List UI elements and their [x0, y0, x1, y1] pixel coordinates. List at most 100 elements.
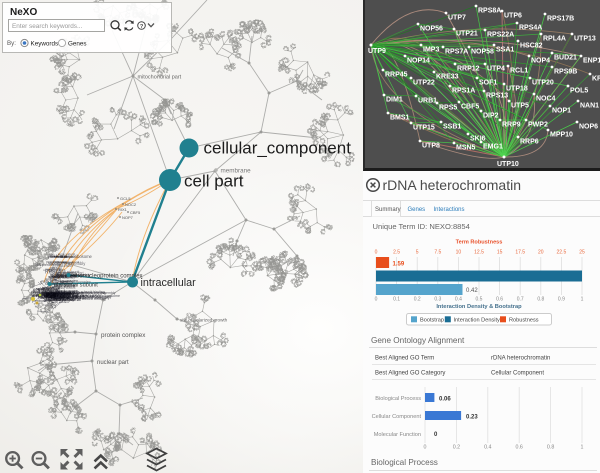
svg-text:22.5: 22.5 [557, 250, 567, 256]
svg-text:intracellular: intracellular [141, 277, 197, 289]
svg-text:Best Aligned GO Term: Best Aligned GO Term [375, 356, 434, 362]
svg-text:rDNA heterochromatin: rDNA heterochromatin [383, 177, 522, 193]
svg-text:NOP7: NOP7 [122, 215, 134, 220]
svg-text:0.4: 0.4 [484, 445, 491, 451]
svg-text:RPS7A: RPS7A [445, 49, 468, 56]
svg-text:7.5: 7.5 [434, 250, 441, 256]
svg-text:nucleolar part: nucleolar part [41, 291, 60, 295]
svg-text:NOP56: NOP56 [420, 26, 443, 33]
svg-text:UTP10: UTP10 [497, 161, 519, 168]
svg-text:2.5: 2.5 [393, 250, 400, 256]
svg-text:IMP3: IMP3 [423, 47, 439, 54]
svg-text:0.42: 0.42 [466, 288, 478, 294]
svg-text:0.06: 0.06 [439, 397, 451, 403]
svg-text:90S preribosome: 90S preribosome [35, 263, 61, 267]
svg-text:1.59: 1.59 [393, 262, 405, 268]
svg-text:processome: processome [45, 267, 62, 271]
svg-text:RPS24A: RPS24A [44, 294, 57, 298]
svg-text:RPL10: RPL10 [50, 291, 63, 296]
svg-text:RPL10: RPL10 [46, 296, 58, 300]
svg-text:snoRNA complex: snoRNA complex [47, 292, 75, 296]
svg-text:By:: By: [7, 40, 16, 47]
svg-text:Robustness: Robustness [509, 318, 539, 324]
svg-text:60S ribosomal: 60S ribosomal [51, 273, 77, 278]
svg-text:ribosomal large subunit bindin: ribosomal large subunit binding [56, 297, 106, 301]
svg-text:nucleolar part: nucleolar part [46, 291, 72, 296]
svg-text:RPL10: RPL10 [36, 293, 49, 298]
svg-text:small subunit: small subunit [57, 292, 75, 296]
svg-text:?: ? [140, 24, 144, 30]
svg-text:rDNA heterochromatin: rDNA heterochromatin [491, 356, 550, 362]
svg-text:maturation: maturation [46, 294, 63, 298]
svg-text:preribosome: preribosome [46, 293, 66, 297]
svg-text:CBF5: CBF5 [461, 104, 479, 111]
svg-text:RCL1: RCL1 [510, 68, 528, 75]
svg-text:RPS24A: RPS24A [45, 278, 58, 282]
svg-text:BUD21: BUD21 [554, 55, 577, 62]
svg-text:snoRNA complex: snoRNA complex [48, 261, 73, 265]
svg-text:ribosomal large subunit bindin: ribosomal large subunit binding [56, 291, 106, 295]
svg-text:ribosome assembly: ribosome assembly [56, 272, 90, 277]
svg-text:KRE33: KRE33 [436, 74, 459, 81]
svg-text:RPL10: RPL10 [50, 266, 60, 270]
svg-text:small subunit: small subunit [58, 286, 76, 290]
svg-text:small subunit: small subunit [54, 255, 76, 259]
svg-text:66S preribosome assembly: 66S preribosome assembly [68, 295, 112, 299]
svg-text:DIP2: DIP2 [483, 113, 499, 120]
svg-text:ENP1: ENP1 [583, 58, 600, 65]
svg-text:RPS9B: RPS9B [554, 69, 577, 76]
svg-text:Cellular Component: Cellular Component [372, 414, 422, 420]
svg-text:rRNA processing: rRNA processing [53, 290, 83, 295]
svg-text:UTP22: UTP22 [413, 80, 435, 87]
svg-text:0: 0 [434, 432, 438, 438]
svg-text:RRP45: RRP45 [385, 72, 408, 79]
svg-text:0.3: 0.3 [434, 297, 441, 303]
svg-text:Molecular Function: Molecular Function [374, 432, 421, 438]
svg-text:ribonucleoprotein complex: ribonucleoprotein complex [73, 274, 143, 280]
svg-text:maturation: maturation [46, 294, 64, 299]
svg-text:10: 10 [456, 250, 462, 256]
svg-text:snoRNA complex: snoRNA complex [38, 295, 66, 299]
svg-text:0.8: 0.8 [547, 445, 554, 451]
svg-text:0.8: 0.8 [537, 297, 544, 303]
svg-text:RPS22A: RPS22A [487, 32, 514, 39]
svg-text:SSA1: SSA1 [496, 47, 514, 54]
svg-text:SSB1: SSB1 [443, 124, 461, 131]
svg-text:NOP4: NOP4 [531, 58, 550, 65]
svg-text:Term Robustness: Term Robustness [456, 240, 503, 246]
svg-text:Unique Term ID: NEXO:8854: Unique Term ID: NEXO:8854 [373, 222, 470, 231]
svg-text:NOC4: NOC4 [536, 96, 556, 103]
svg-text:small subunit: small subunit [52, 275, 72, 279]
svg-text:UTP9: UTP9 [368, 48, 386, 55]
svg-text:ribosome assembly: ribosome assembly [50, 261, 86, 266]
svg-text:small subunit: small subunit [55, 273, 77, 277]
svg-text:UTP18: UTP18 [506, 86, 528, 93]
svg-text:0.6: 0.6 [516, 445, 523, 451]
svg-text:UTP13: UTP13 [574, 36, 596, 43]
svg-text:RPS4A: RPS4A [519, 25, 542, 32]
svg-text:60S ribosomal: 60S ribosomal [52, 274, 76, 278]
svg-text:small subunit: small subunit [50, 254, 74, 259]
svg-text:snoRNA complex: snoRNA complex [49, 298, 75, 302]
svg-text:URB1: URB1 [418, 98, 437, 105]
svg-text:60S ribosomal: 60S ribosomal [48, 275, 68, 279]
svg-text:maturation: maturation [43, 290, 63, 295]
svg-text:RRP12: RRP12 [457, 66, 480, 73]
svg-text:snoRNA complex: snoRNA complex [45, 282, 72, 286]
svg-text:NOC2: NOC2 [125, 202, 137, 207]
svg-text:Keywords: Keywords [31, 40, 59, 47]
svg-text:large subunit: large subunit [51, 300, 69, 304]
svg-text:0.5: 0.5 [476, 297, 483, 303]
svg-text:RPL10: RPL10 [52, 266, 62, 270]
svg-text:Enter search keywords...: Enter search keywords... [12, 23, 83, 30]
svg-text:processome: processome [60, 279, 78, 283]
svg-text:17.5: 17.5 [515, 250, 525, 256]
svg-text:small subunit: small subunit [54, 282, 78, 287]
svg-text:NOP6: NOP6 [579, 124, 598, 131]
svg-text:UTP15: UTP15 [413, 125, 435, 132]
svg-text:RPL10: RPL10 [53, 289, 66, 294]
svg-text:Interaction Density: Interaction Density [454, 318, 501, 324]
svg-text:ribosomal large subunit bindin: ribosomal large subunit binding [55, 290, 105, 294]
svg-text:ribosomal subunit: ribosomal subunit [45, 294, 78, 299]
svg-text:90S preribosome processome: 90S preribosome processome [72, 294, 120, 298]
